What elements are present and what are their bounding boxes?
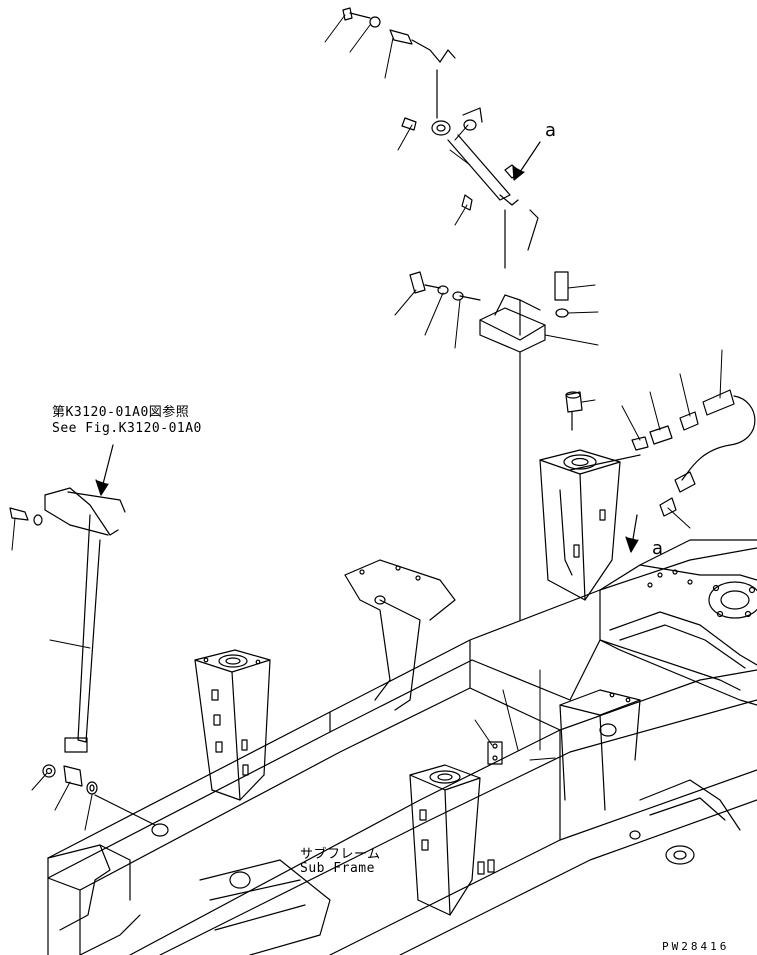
hose-fittings	[565, 389, 756, 517]
mid-bracket	[344, 559, 456, 711]
drive-shaft	[199, 859, 331, 955]
top-link-assembly	[342, 7, 539, 269]
left-pedestal	[194, 649, 271, 801]
leader-lines	[11, 14, 723, 831]
callout-a-top: a	[545, 120, 557, 141]
sub-frame	[47, 547, 757, 955]
reference-arrows	[95, 141, 639, 553]
mount-bracket	[409, 271, 569, 621]
rear-mount-plate	[599, 539, 757, 831]
callout-a-bottom: a	[652, 538, 664, 559]
subframe-label-jp: サブフレーム	[300, 847, 381, 862]
front-pedestal	[409, 764, 495, 916]
reference-label-jp: 第K3120-01A0図参照	[52, 405, 190, 420]
reference-label-en: See Fig.K3120-01A0	[52, 421, 202, 436]
subframe-label-en: Sub Frame	[300, 861, 375, 876]
inner-bracket	[487, 689, 641, 811]
drawing-code: PW28416	[662, 940, 730, 953]
center-pedestal	[539, 449, 621, 601]
left-rod-assembly	[9, 487, 156, 826]
